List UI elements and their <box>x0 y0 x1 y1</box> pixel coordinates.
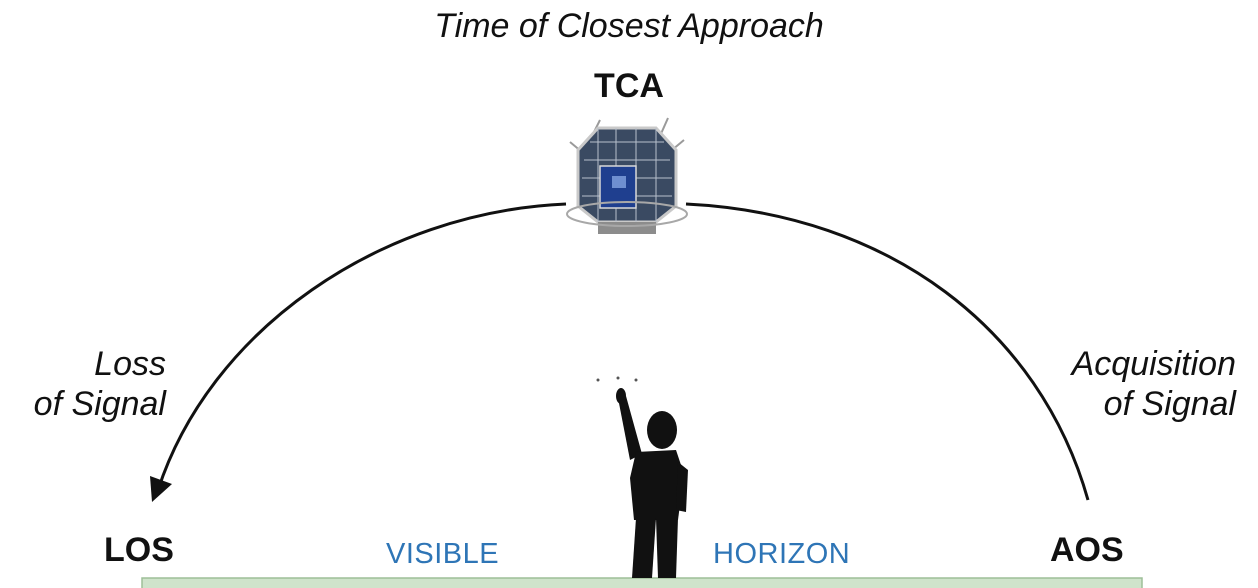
los-abbr-label: LOS <box>104 531 174 569</box>
pass-arc-left <box>156 202 567 491</box>
visible-horizon-bar <box>141 577 1143 588</box>
motion-mark-icon <box>616 376 620 380</box>
aos-abbr-label: AOS <box>1050 531 1124 569</box>
aos-line2: of Signal <box>1103 385 1236 423</box>
arrowhead-icon <box>150 476 172 502</box>
los-full-label: Loss of Signal <box>16 344 166 424</box>
pass-arc-right <box>685 202 1090 501</box>
person-pointing-icon <box>616 388 688 578</box>
aos-full-label: Acquisition of Signal <box>1040 344 1236 424</box>
aos-line1: Acquisition <box>1071 345 1236 383</box>
motion-mark-icon <box>634 378 638 382</box>
tca-abbr-label: TCA <box>594 67 664 105</box>
los-line1: Loss <box>94 345 166 383</box>
horizon-right-word: HORIZON <box>713 538 851 570</box>
los-line2: of Signal <box>33 385 166 423</box>
satellite-icon <box>566 117 688 234</box>
horizon-left-word: VISIBLE <box>386 538 500 570</box>
tca-full-label: Time of Closest Approach <box>434 7 824 45</box>
motion-mark-icon <box>596 378 600 382</box>
